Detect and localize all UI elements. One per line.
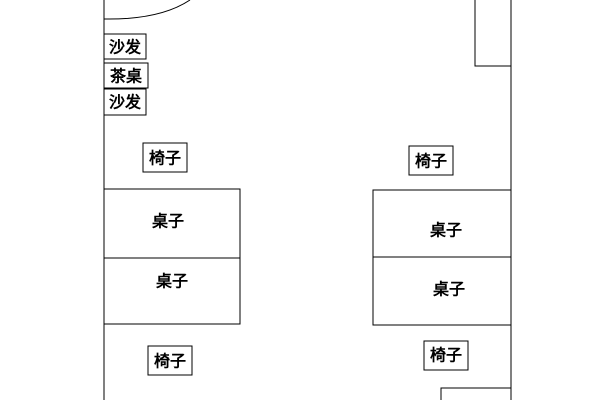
chair-right-bottom-box: [423, 340, 469, 371]
chair-right-bottom: 椅子: [423, 340, 469, 371]
door-arc: [103, 0, 191, 20]
chair-left-top-label: 椅子: [149, 149, 181, 168]
sofa-bottom-box: [103, 88, 147, 116]
desk-right-2-label: 桌子: [433, 280, 465, 299]
sofa-top-box: [103, 33, 147, 60]
cabinet-bottom-right: [440, 387, 511, 400]
cabinet-top-right: [474, 0, 511, 67]
desk-left-2: 桌子: [103, 257, 241, 325]
sofa-top: 沙发: [103, 33, 147, 60]
desk-left-2-label: 桌子: [156, 272, 188, 291]
desk-right-2-box: [372, 256, 512, 326]
desk-left-1-label: 桌子: [152, 212, 184, 231]
chair-right-top-box: [408, 145, 454, 176]
chair-left-top: 椅子: [142, 142, 188, 173]
desk-right-2: 桌子: [372, 256, 512, 326]
chair-right-top-label: 椅子: [415, 152, 447, 171]
chair-right-bottom-label: 椅子: [430, 346, 462, 365]
sofa-top-label: 沙发: [109, 38, 142, 57]
sofa-bottom: 沙发: [103, 88, 147, 116]
chair-right-top: 椅子: [408, 145, 454, 176]
tea-table-box: [103, 62, 149, 89]
desk-left-1-box: [103, 188, 241, 259]
desk-right-1-label: 桌子: [430, 221, 462, 240]
chair-left-bottom-label: 椅子: [154, 352, 186, 371]
desk-right-1: 桌子: [372, 189, 512, 258]
chair-left-top-box: [142, 142, 188, 173]
sofa-bottom-label: 沙发: [109, 93, 142, 112]
tea-table-label: 茶桌: [109, 67, 142, 86]
chair-left-bottom-box: [147, 345, 193, 376]
tea-table: 茶桌: [103, 62, 149, 89]
desk-left-1: 桌子: [103, 188, 241, 259]
desk-left-2-box: [103, 257, 241, 325]
chair-left-bottom: 椅子: [147, 345, 193, 376]
